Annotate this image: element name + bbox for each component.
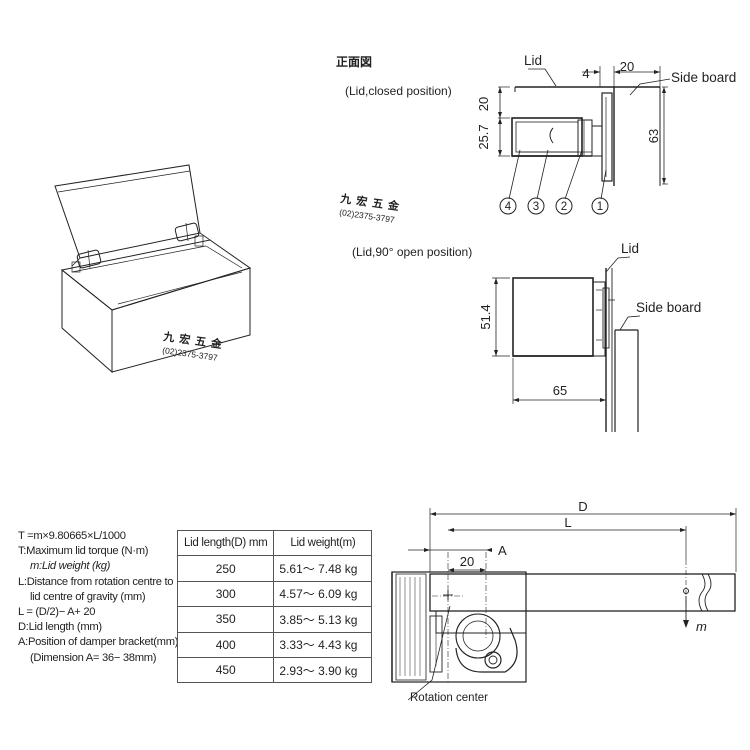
table-cell-length: 400: [176, 631, 275, 658]
table-cell-weight: 3.33〜 4.43 kg: [273, 631, 373, 658]
open-lid-label: Lid: [621, 241, 639, 256]
table-cell-weight: 2.93〜 3.90 kg: [273, 656, 373, 684]
formula-line: m:Lid weight (kg): [30, 560, 111, 573]
table-row: 450 2.93〜 3.90 kg: [176, 656, 373, 684]
box-hinge-left: [71, 249, 102, 273]
closed-dim-gap: 4: [582, 66, 589, 81]
table-cell-length: 450: [176, 656, 275, 684]
table-cell-length: 350: [176, 606, 275, 633]
front-view-heading: 正面図: [336, 55, 372, 69]
open-dim-depth: 65: [553, 383, 567, 398]
open-dim-height: 51.4: [478, 304, 493, 329]
part-callout-2: 2: [561, 201, 567, 213]
header-lid-weight: Lid weight(m): [273, 529, 373, 557]
part-callout-3: 3: [533, 201, 539, 213]
side-mass-label: m: [696, 619, 707, 634]
side-dim-D: D: [578, 499, 587, 514]
open-position-detail: [492, 256, 641, 432]
part-callout-2-circle: [555, 197, 573, 215]
table-cell-length: 300: [176, 580, 275, 608]
torque-formula-block: T =m×9.80665×L/1000 T:Maximum lid torque…: [18, 529, 178, 666]
side-view-drawing: [391, 508, 737, 701]
formula-line: L = (D/2)− A+ 20: [18, 606, 96, 619]
box-illustration: [54, 164, 252, 374]
table-row: 300 4.57〜 6.09 kg: [176, 580, 373, 608]
closed-side-board-label: Side board: [671, 70, 736, 85]
rotation-center-label: Rotation center: [410, 692, 488, 704]
part-callout-4-circle: [499, 197, 517, 215]
box-hinge-right: [174, 222, 204, 247]
formula-line: D:Lid length (mm): [18, 621, 102, 634]
table-cell-weight: 5.61〜 7.48 kg: [273, 555, 373, 582]
formula-line: A:Position of damper bracket(mm): [18, 636, 179, 649]
formula-line: L:Distance from rotation centre to: [18, 575, 174, 588]
closed-lid-label: Lid: [524, 53, 542, 68]
closed-dim-body: 25.7: [476, 124, 491, 149]
part-callout-1-circle: [591, 197, 609, 215]
part-callout-1: 1: [597, 201, 603, 213]
open-position-caption: (Lid,90° open position): [352, 245, 472, 259]
table-cell-weight: 4.57〜 6.09 kg: [273, 580, 373, 608]
side-dim-A: A: [498, 543, 507, 558]
formula-line: T:Maximum lid torque (N·m): [18, 545, 149, 558]
side-dim-L: L: [564, 515, 571, 530]
table-cell-weight: 3.85〜 5.13 kg: [273, 606, 373, 633]
header-lid-length: Lid length(D) mm: [176, 529, 275, 557]
formula-line: T =m×9.80665×L/1000: [18, 530, 126, 542]
part-callout-3-circle: [527, 197, 545, 215]
closed-dim-thickness: 20: [620, 59, 634, 74]
closed-dim-height: 63: [646, 129, 661, 143]
formula-line: (Dimension A= 36− 38mm): [30, 651, 157, 664]
table-row: 250 5.61〜 7.48 kg: [176, 555, 373, 582]
closed-dim-top: 20: [476, 97, 491, 111]
table-row: 400 3.33〜 4.43 kg: [176, 631, 373, 658]
formula-line: lid centre of gravity (mm): [30, 590, 146, 603]
table-cell-length: 250: [176, 555, 275, 582]
closed-position-caption: (Lid,closed position): [345, 84, 452, 98]
lid-weight-table: Lid length(D) mm Lid weight(m) 250 5.61〜…: [176, 529, 373, 684]
table-header-row: Lid length(D) mm Lid weight(m): [176, 529, 373, 557]
closed-position-detail: [498, 66, 671, 215]
open-side-board-label: Side board: [636, 300, 701, 315]
part-callout-4: 4: [505, 201, 512, 213]
side-dim-twenty: 20: [460, 554, 474, 569]
table-row: 350 3.85〜 5.13 kg: [176, 606, 373, 633]
